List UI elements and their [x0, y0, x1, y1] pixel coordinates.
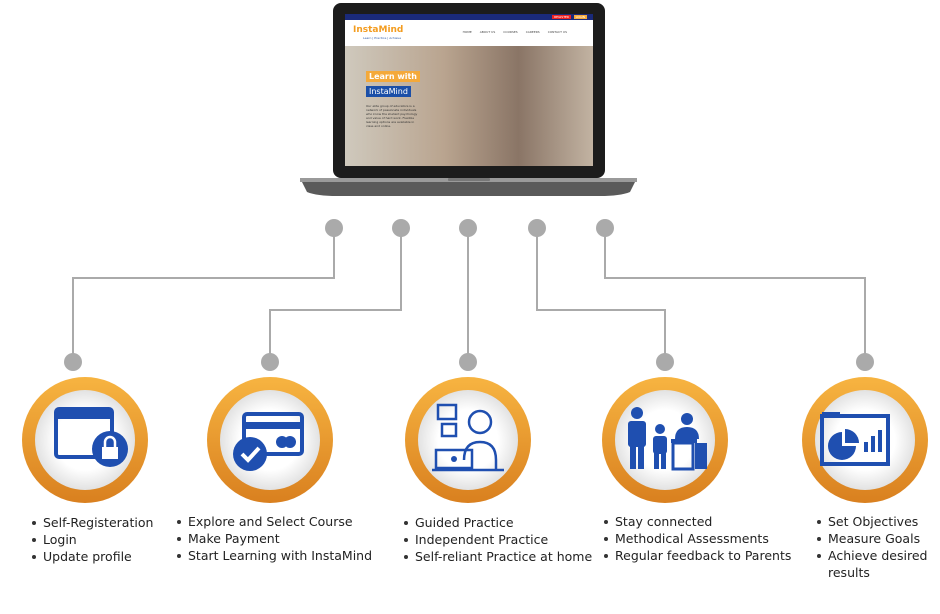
- list-item: Start Learning with InstaMind: [175, 547, 372, 564]
- top-bar: REGISTER LOGIN: [345, 14, 593, 20]
- list-item: Explore and Select Course: [175, 513, 372, 530]
- step-4-list: Stay connected Methodical Assessments Re…: [602, 513, 791, 564]
- nav-about[interactable]: ABOUT US: [479, 30, 496, 34]
- step-2-list: Explore and Select Course Make Payment S…: [175, 513, 372, 564]
- list-item: Self-reliant Practice at home: [402, 548, 592, 565]
- list-item: Stay connected: [602, 513, 791, 530]
- nav-contact[interactable]: CONTACT US: [547, 30, 567, 34]
- registration-lock-icon: [54, 407, 128, 467]
- list-item: Achieve desired results: [815, 547, 940, 581]
- list-item: Regular feedback to Parents: [602, 547, 791, 564]
- login-button[interactable]: LOGIN: [573, 15, 587, 19]
- credit-card-payment-icon: [233, 412, 304, 471]
- tagline: Learn | Practice | Achieve: [363, 36, 402, 40]
- hero-text: Our elite group of educators is a networ…: [366, 104, 418, 128]
- website-preview: REGISTER LOGIN InstaMind Learn | Practic…: [345, 14, 593, 166]
- student-practice-icon: [432, 403, 504, 472]
- list-item: Update profile: [30, 548, 153, 565]
- nav-careers[interactable]: CAREERS: [525, 30, 540, 34]
- register-button[interactable]: REGISTER: [552, 15, 571, 19]
- list-item: Measure Goals: [815, 530, 940, 547]
- brand-logo: InstaMind: [353, 25, 404, 35]
- list-item: Login: [30, 531, 153, 548]
- list-item: Set Objectives: [815, 513, 940, 530]
- list-item: Guided Practice: [402, 514, 592, 531]
- list-item: Independent Practice: [402, 531, 592, 548]
- step-5-list: Set Objectives Measure Goals Achieve des…: [815, 513, 940, 581]
- list-item: Make Payment: [175, 530, 372, 547]
- site-nav: InstaMind Learn | Practice | Achieve HOM…: [345, 20, 593, 46]
- nav-courses[interactable]: COURSES: [503, 30, 518, 34]
- hero-heading-2: InstaMind: [366, 86, 411, 97]
- parent-teacher-meeting-icon: [628, 407, 707, 471]
- step-1-list: Self-Registeration Login Update profile: [30, 514, 153, 565]
- list-item: Methodical Assessments: [602, 530, 791, 547]
- analytics-goals-icon: [820, 412, 890, 466]
- step-3-list: Guided Practice Independent Practice Sel…: [402, 514, 592, 565]
- nav-home[interactable]: HOME: [462, 30, 472, 34]
- list-item: Self-Registeration: [30, 514, 153, 531]
- hero-heading-1: Learn with: [366, 71, 420, 82]
- hero-image: [345, 46, 593, 166]
